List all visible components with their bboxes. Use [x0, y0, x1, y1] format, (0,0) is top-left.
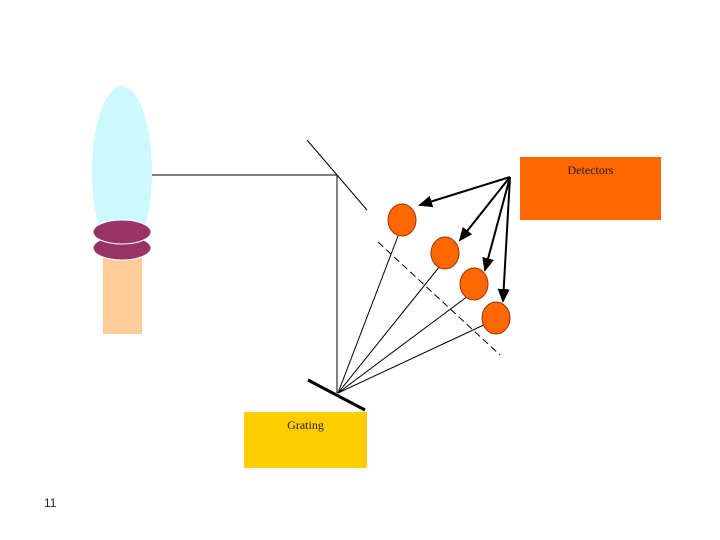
ray-4 [337, 322, 489, 394]
ray-1 [337, 235, 399, 394]
detector-2 [430, 236, 460, 270]
arrow-3 [482, 176, 511, 272]
burner-head-upper [92, 219, 152, 245]
focal-plane [377, 241, 501, 356]
detector-3 [459, 267, 489, 301]
arrow-4 [497, 176, 511, 303]
arrow-2 [458, 176, 511, 242]
grating-label: Grating [287, 418, 324, 432]
detectors-box [520, 157, 661, 220]
ray-2 [337, 265, 441, 394]
grating-surface [307, 378, 366, 412]
arrow-1 [418, 176, 511, 208]
slide-number: 11 [44, 496, 57, 510]
detector-4 [481, 301, 511, 335]
detector-arrows [418, 176, 511, 303]
detector-1 [387, 203, 417, 237]
flame [92, 86, 152, 258]
detectors-label: Detectors [567, 163, 614, 177]
ray-3 [337, 295, 469, 394]
detectors [387, 203, 511, 335]
grating-box [244, 412, 367, 468]
burner-stem [103, 252, 142, 334]
burner [92, 86, 152, 334]
dispersed-rays [337, 235, 489, 394]
